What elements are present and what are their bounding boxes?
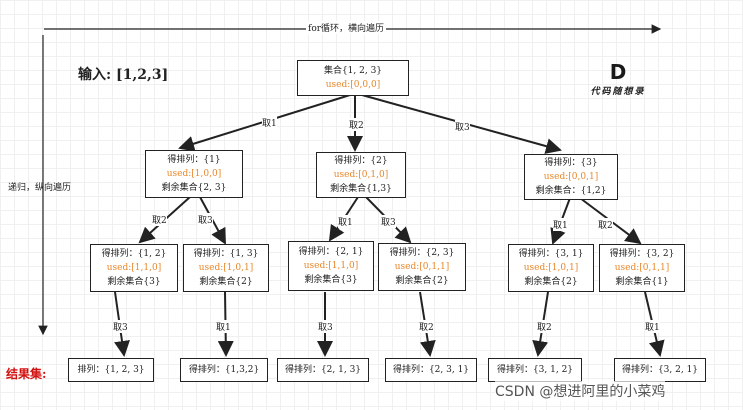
- edge-label: 取2: [598, 218, 613, 231]
- node-used: used:[1,1,0]: [106, 263, 162, 273]
- node-level2: 得排列：{1, 3} used:[1,0,1] 剩余集合{2}: [183, 244, 269, 292]
- node-perm: 得排列：{1, 2}: [101, 249, 167, 259]
- edge-label: 取2: [152, 213, 167, 226]
- leaf-node: 得排列：{2, 3, 1}: [385, 358, 477, 382]
- edge-label: 取1: [645, 320, 660, 333]
- node-used: used:[1,0,0]: [166, 169, 222, 179]
- node-perm: 得排列：{1}: [167, 155, 221, 165]
- node-remaining: 剩余集合：{1,2}: [535, 186, 607, 196]
- recursion-label: 递归，纵向遍历: [8, 183, 72, 193]
- node-level1: 得排列：{1} used:[1,0,0] 剩余集合{2, 3}: [145, 150, 243, 198]
- leaf-node: 得排列：{1,3,2}: [180, 358, 268, 382]
- node-level1: 得排列：{3} used:[0,0,1] 剩余集合：{1,2}: [524, 154, 618, 200]
- logo-text: 代码随想录: [590, 87, 646, 97]
- leaf-perm: 得排列：{3, 2, 1}: [621, 365, 699, 375]
- node-perm: 得排列：{2}: [334, 156, 388, 166]
- logo-mark: D: [609, 60, 627, 84]
- edge-label: 取1: [338, 215, 353, 228]
- leaf-perm: 得排列：{2, 3, 1}: [392, 365, 470, 375]
- node-remaining: 剩余集合{2}: [524, 277, 578, 287]
- node-remaining: 剩余集合{2}: [395, 276, 449, 286]
- node-used: used:[0,1,1]: [394, 262, 450, 272]
- node-remaining: 剩余集合{3}: [304, 275, 358, 285]
- leaf-node: 排列：{1, 2, 3}: [68, 358, 154, 382]
- node-used: used:[1,0,1]: [523, 263, 579, 273]
- node-perm: 得排列：{2, 3}: [389, 248, 455, 258]
- root-used: used:[0,0,0]: [325, 80, 381, 90]
- leaf-perm: 排列：{1, 2, 3}: [77, 365, 145, 375]
- root-set: 集合{1, 2, 3}: [323, 66, 383, 76]
- node-remaining: 剩余集合{1,3}: [330, 184, 392, 194]
- root-node: 集合{1, 2, 3} used:[0,0,0]: [297, 60, 409, 96]
- node-used: used:[1,1,0]: [303, 261, 359, 271]
- edge-label: 取3: [318, 320, 333, 333]
- node-level2: 得排列：{2, 3} used:[0,1,1] 剩余集合{2}: [378, 243, 466, 291]
- result-set-label: 结果集:: [6, 367, 47, 381]
- node-used: used:[1,0,1]: [198, 263, 254, 273]
- leaf-perm: 得排列：{3, 1, 2}: [496, 365, 574, 375]
- node-remaining: 剩余集合{2, 3}: [161, 183, 227, 193]
- node-level2: 得排列：{3, 1} used:[1,0,1] 剩余集合{2}: [508, 244, 594, 292]
- node-level2: 得排列：{1, 2} used:[1,1,0] 剩余集合{3}: [90, 244, 178, 292]
- edge-label: 取2: [419, 320, 434, 333]
- node-used: used:[0,1,1]: [614, 263, 670, 273]
- leaf-perm: 得排列：{2, 1, 3}: [284, 365, 362, 375]
- node-used: used:[0,1,0]: [333, 170, 389, 180]
- input-title: 输入: [1,2,3]: [78, 67, 169, 83]
- node-perm: 得排列：{3}: [544, 158, 598, 168]
- edge-label: 取3: [455, 120, 470, 133]
- edge-label: 取1: [553, 218, 568, 231]
- node-remaining: 剩余集合{1}: [615, 277, 669, 287]
- edge-label: 取3: [381, 215, 396, 228]
- edge-label: 取3: [113, 320, 128, 333]
- node-used: used:[0,0,1]: [543, 172, 599, 182]
- node-perm: 得排列：{3, 2}: [609, 249, 675, 259]
- edge-label: 取1: [216, 320, 231, 333]
- edge-label: 取3: [198, 213, 213, 226]
- edge-label: 取2: [537, 320, 552, 333]
- node-level2: 得排列：{2, 1} used:[1,1,0] 剩余集合{3}: [288, 241, 374, 291]
- leaf-node: 得排列：{2, 1, 3}: [277, 358, 369, 382]
- node-level1: 得排列：{2} used:[0,1,0] 剩余集合{1,3}: [316, 152, 406, 198]
- watermark: CSDN @想进阿里的小菜鸡: [495, 381, 666, 401]
- leaf-node: 得排列：{3, 2, 1}: [614, 358, 706, 382]
- leaf-perm: 得排列：{1,3,2}: [188, 365, 260, 375]
- node-remaining: 剩余集合{3}: [107, 277, 161, 287]
- edge-label: 取2: [349, 118, 364, 131]
- loop-label: for循环，横向遍历: [306, 21, 387, 34]
- edge-label: 取1: [262, 116, 277, 129]
- node-perm: 得排列：{2, 1}: [298, 247, 364, 257]
- node-perm: 得排列：{1, 3}: [193, 249, 259, 259]
- leaf-node: 得排列：{3, 1, 2}: [488, 358, 582, 382]
- node-level2: 得排列：{3, 2} used:[0,1,1] 剩余集合{1}: [599, 244, 685, 292]
- node-perm: 得排列：{3, 1}: [518, 249, 584, 259]
- node-remaining: 剩余集合{2}: [199, 277, 253, 287]
- logo: D 代码随想录: [578, 60, 658, 100]
